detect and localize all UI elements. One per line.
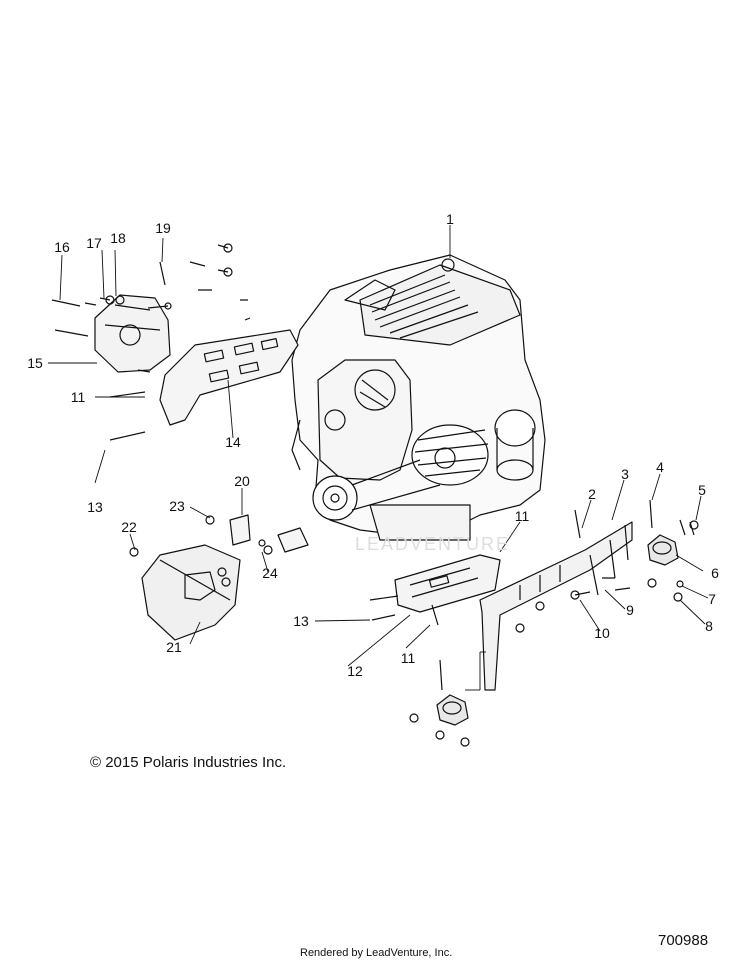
callout-10: 10	[594, 625, 610, 641]
callout-11-bottom: 11	[400, 650, 416, 666]
callout-4: 4	[656, 459, 664, 475]
callout-1: 1	[446, 211, 454, 227]
callout-5: 5	[698, 482, 706, 498]
small-brackets	[229, 514, 309, 553]
callout-8: 8	[705, 618, 713, 634]
catalog-number: 700988	[658, 932, 709, 949]
callout-11-right: 11	[514, 508, 530, 524]
leader-lines	[48, 225, 709, 691]
callout-23: 23	[169, 498, 185, 514]
left-mount-bracket	[94, 294, 299, 426]
copyright-notice: © 2015 Polaris Industries Inc.	[90, 754, 287, 771]
callout-18: 18	[110, 230, 126, 246]
callout-19: 19	[155, 220, 171, 236]
callout-15: 15	[27, 355, 43, 371]
callout-14: 14	[225, 434, 241, 450]
callout-6: 6	[711, 565, 719, 581]
engine-mounts	[436, 534, 679, 726]
callout-21: 21	[166, 639, 182, 655]
skid-plate	[141, 544, 241, 641]
right-mount-bracket	[394, 554, 501, 613]
callout-11-left: 11	[70, 389, 86, 405]
crossmember	[479, 521, 633, 691]
callout-2: 2	[588, 486, 596, 502]
callout-22: 22	[121, 519, 137, 535]
engine-assembly	[291, 254, 546, 541]
callout-20: 20	[234, 473, 250, 489]
callout-24: 24	[262, 565, 278, 581]
fasteners	[51, 243, 699, 747]
watermark: LEADVENTURE	[355, 534, 510, 554]
rendered-by-credit: Rendered by LeadVenture, Inc.	[300, 947, 453, 959]
callout-16: 16	[54, 239, 70, 255]
callout-7: 7	[708, 591, 716, 607]
callout-9: 9	[626, 602, 634, 618]
callout-12: 12	[347, 663, 363, 679]
callout-13-left: 13	[87, 499, 103, 515]
callout-17: 17	[86, 235, 102, 251]
callout-13-right: 13	[293, 613, 309, 629]
callout-3: 3	[621, 466, 629, 482]
